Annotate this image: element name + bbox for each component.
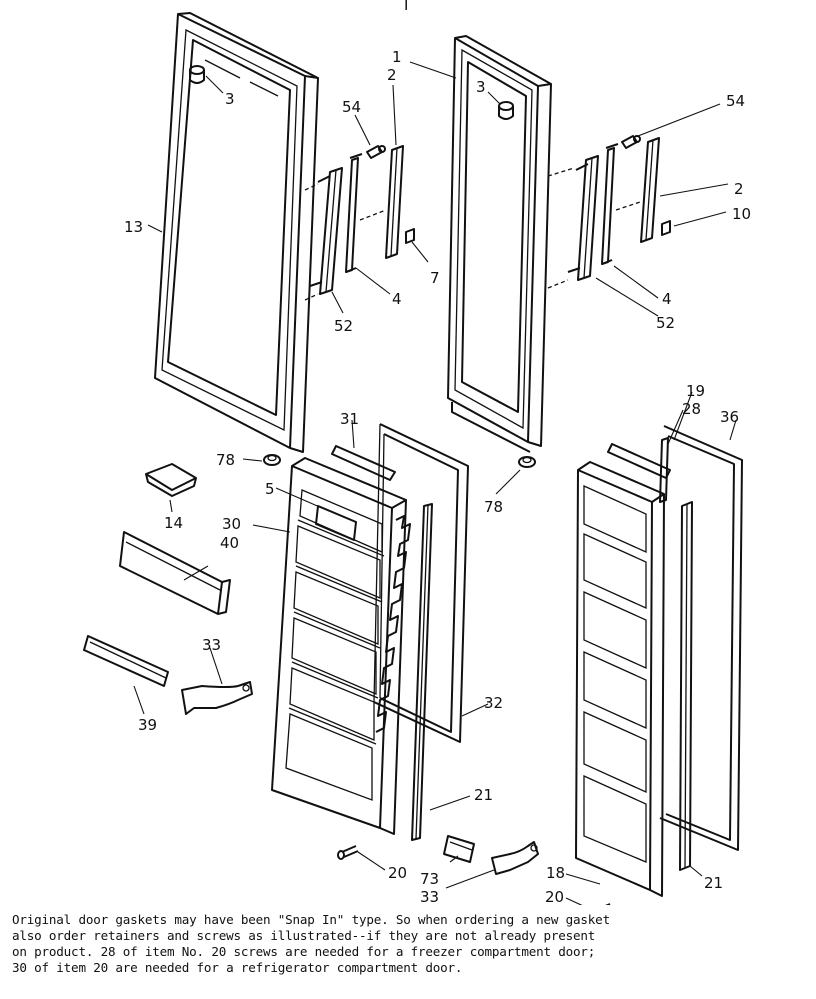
callout-30: 30 <box>222 515 241 533</box>
callout-5: 5 <box>265 480 275 498</box>
callout-36: 36 <box>720 408 739 426</box>
left-door-outer-panel <box>154 12 319 453</box>
callout-32: 32 <box>484 694 503 712</box>
callout-73: 73 <box>420 870 439 888</box>
left-door-hinge-cover-78 <box>263 454 281 466</box>
gasket-ordering-note: Original door gaskets may have been "Sna… <box>12 912 808 976</box>
callout-52-right: 52 <box>656 314 675 332</box>
callout-3-right: 3 <box>476 78 486 96</box>
note-line-1: Original door gaskets may have been "Sna… <box>12 912 610 927</box>
note-line-4: 30 of item 20 are needed for a refrigera… <box>12 960 463 975</box>
retainer-bar-39 <box>83 635 169 687</box>
callout-2-left: 2 <box>387 66 397 84</box>
callout-3-left: 3 <box>225 90 235 108</box>
bracket-33-right <box>491 841 539 875</box>
left-door-plug-3 <box>189 65 205 84</box>
shelf-cup-14 <box>145 463 197 497</box>
callout-54-right: 54 <box>726 92 745 110</box>
liner-panel-18 <box>575 461 665 897</box>
bracket-33-left <box>181 681 253 715</box>
callout-13: 13 <box>124 218 143 236</box>
retainer-strip-21-right <box>679 501 693 871</box>
retainer-strip-21-left <box>411 503 433 841</box>
callout-2-right: 2 <box>734 180 744 198</box>
callout-33-left: 33 <box>202 636 221 654</box>
callout-21-right: 21 <box>704 874 723 892</box>
screw-20-left <box>337 845 359 860</box>
right-door-outer-panel <box>447 35 552 453</box>
liner-panel-30 <box>271 457 411 835</box>
callout-7: 7 <box>430 269 440 287</box>
right-screw-54 <box>621 135 641 149</box>
strip-28 <box>659 437 669 503</box>
right-door-hinge-cover-78 <box>518 456 536 468</box>
gasket-36 <box>659 425 743 851</box>
right-handle-insert-2 <box>640 137 660 243</box>
callout-52-left: 52 <box>334 317 353 335</box>
callout-40: 40 <box>220 534 239 552</box>
callout-31: 31 <box>340 410 359 428</box>
screw-20-right <box>605 903 611 905</box>
callout-54-left: 54 <box>342 98 361 116</box>
shelf-bar-40 <box>119 531 231 615</box>
clip-73 <box>443 835 475 863</box>
right-handle-trim-4 <box>601 143 619 265</box>
left-handle-52 <box>309 167 343 295</box>
leader-lines <box>133 61 737 905</box>
left-clip-7 <box>405 228 415 244</box>
callout-39: 39 <box>138 716 157 734</box>
callout-33-right: 33 <box>420 888 439 905</box>
callout-4-right: 4 <box>662 290 672 308</box>
top-cap-31 <box>331 445 396 481</box>
parts-diagram: I <box>83 0 751 905</box>
left-screw-54 <box>366 145 386 159</box>
note-line-2: also order retainers and screws as illus… <box>12 928 596 943</box>
nameplate-5 <box>315 505 357 541</box>
left-handle-trim-4 <box>345 153 363 273</box>
callout-20-left: 20 <box>388 864 407 882</box>
right-clip-10 <box>661 220 671 236</box>
callout-78-right: 78 <box>484 498 503 516</box>
callout-21-left: 21 <box>474 786 493 804</box>
callout-19: 19 <box>686 382 705 400</box>
note-line-3: on product. 28 of item No. 20 screws are… <box>12 944 596 959</box>
callout-4-left: 4 <box>392 290 402 308</box>
left-handle-insert-2 <box>385 145 404 259</box>
callout-1: 1 <box>392 48 402 66</box>
right-door-plug-3 <box>498 101 514 120</box>
callout-28: 28 <box>682 400 701 418</box>
callout-10: 10 <box>732 205 751 223</box>
callout-20-right: 20 <box>545 888 564 905</box>
callout-18: 18 <box>546 864 565 882</box>
right-handle-52 <box>567 155 599 281</box>
header-mark: I <box>404 0 408 14</box>
callout-78-left: 78 <box>216 451 235 469</box>
callout-14: 14 <box>164 514 183 532</box>
